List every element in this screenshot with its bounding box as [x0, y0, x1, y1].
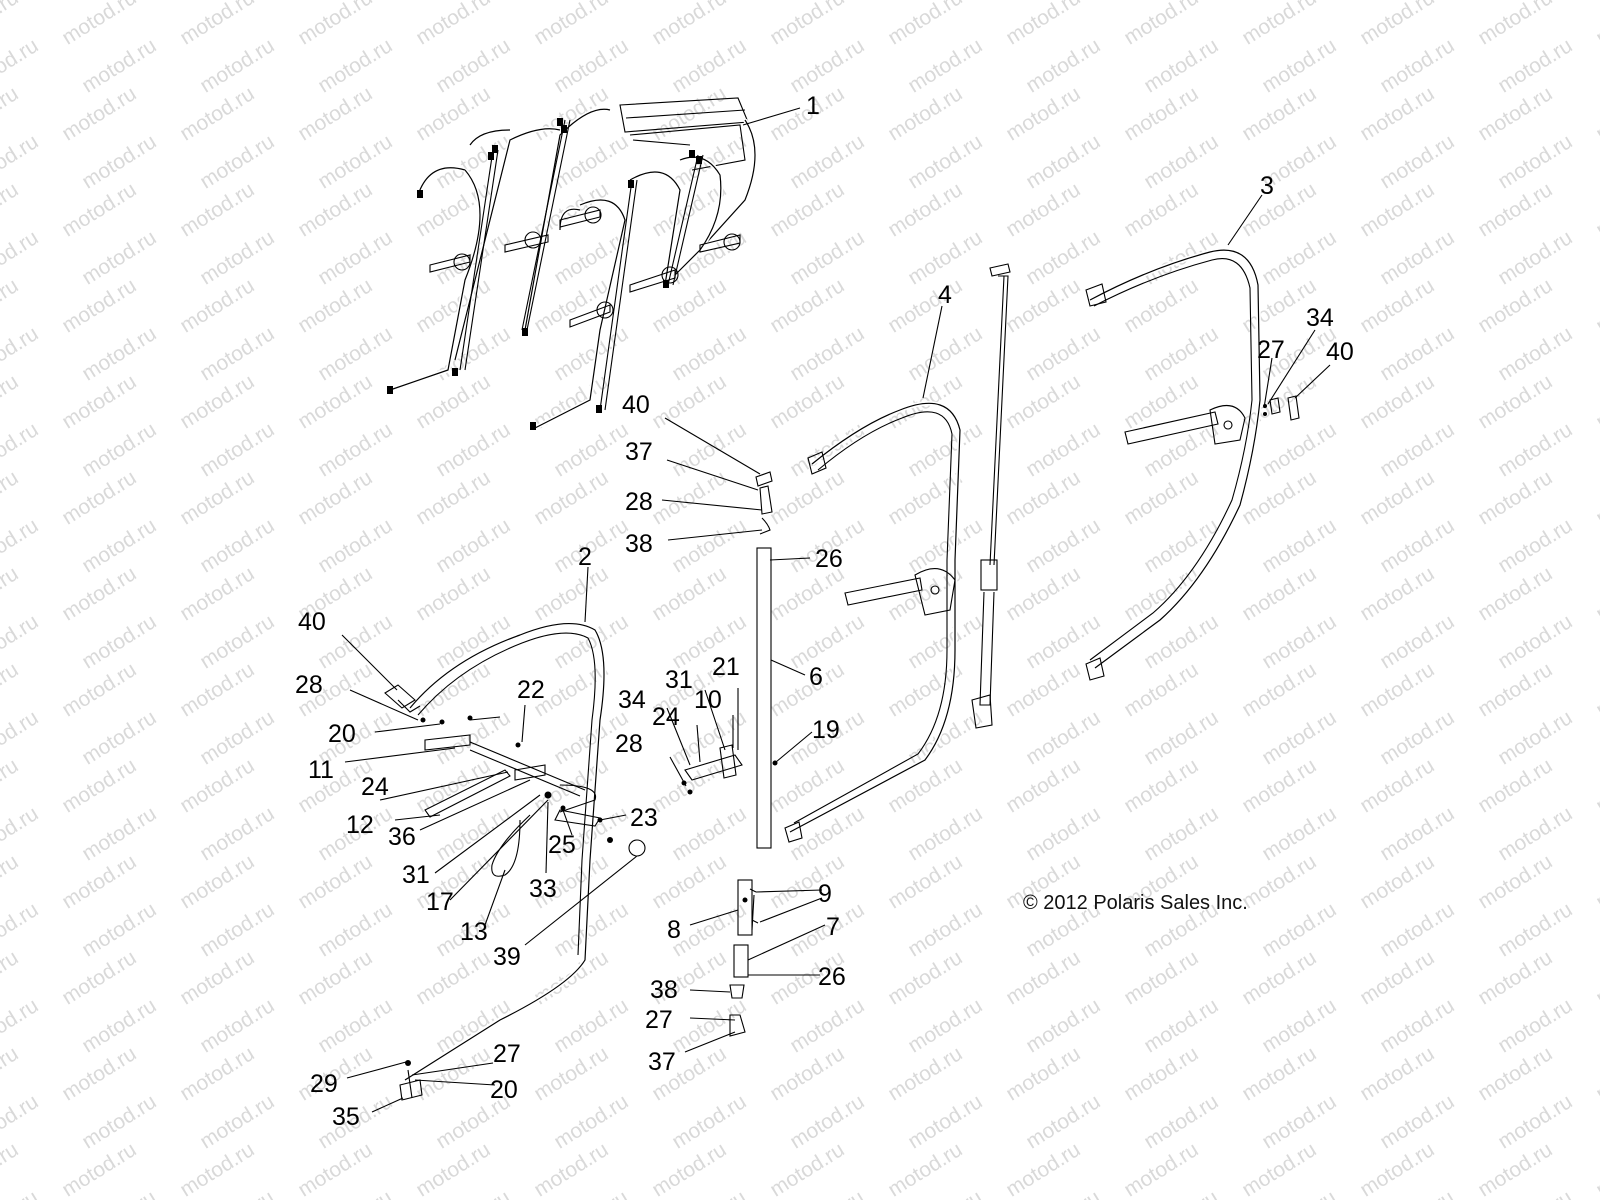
callout-26: 26 [818, 963, 846, 991]
callout-29: 29 [310, 1070, 338, 1098]
callout-27: 27 [1257, 336, 1285, 364]
callout-31: 31 [665, 666, 693, 694]
callout-39: 39 [493, 943, 521, 971]
callout-13: 13 [460, 918, 488, 946]
assembly-3-door-frame [1085, 247, 1300, 681]
callout-27: 27 [493, 1040, 521, 1068]
callout-19: 19 [812, 716, 840, 744]
callout-38: 38 [650, 976, 678, 1004]
assembly-6-strut [681, 471, 778, 1037]
callout-37: 37 [648, 1048, 676, 1076]
callout-25: 25 [548, 831, 576, 859]
callout-23: 23 [630, 804, 658, 832]
callout-12: 12 [346, 811, 374, 839]
callout-6: 6 [809, 663, 823, 691]
callout-33: 33 [529, 875, 557, 903]
callout-24: 24 [652, 703, 680, 731]
callout-10: 10 [694, 686, 722, 714]
assembly-2-door-frame [384, 621, 646, 1101]
callout-34: 34 [618, 686, 646, 714]
callout-11: 11 [308, 756, 334, 784]
callout-34: 34 [1306, 304, 1334, 332]
assembly-4-door-frame [784, 401, 963, 843]
copyright-notice: © 2012 Polaris Sales Inc. [1023, 892, 1248, 914]
callout-31: 31 [402, 861, 430, 889]
callout-20: 20 [490, 1076, 518, 1104]
callout-20: 20 [328, 720, 356, 748]
callout-2: 2 [578, 543, 592, 571]
assembly-1-door-frames [387, 97, 758, 431]
callout-7: 7 [826, 913, 840, 941]
callout-1: 1 [806, 92, 820, 120]
callout-9: 9 [818, 880, 832, 908]
callout-4: 4 [938, 281, 952, 309]
callout-labels: 1 2 3 4 40 37 28 38 26 6 34 27 40 40 28 … [295, 92, 1354, 1131]
callout-27: 27 [645, 1006, 673, 1034]
callout-36: 36 [388, 823, 416, 851]
callout-3: 3 [1260, 172, 1274, 200]
callout-40: 40 [298, 608, 326, 636]
callout-37: 37 [625, 438, 653, 466]
callout-28: 28 [615, 730, 643, 758]
callout-35: 35 [332, 1103, 360, 1131]
callout-40: 40 [622, 391, 650, 419]
gas-strut [971, 263, 1011, 729]
callout-17: 17 [426, 888, 454, 916]
callout-8: 8 [667, 916, 681, 944]
callout-40: 40 [1326, 338, 1354, 366]
callout-28: 28 [625, 488, 653, 516]
callout-26: 26 [815, 545, 843, 573]
callout-22: 22 [517, 676, 545, 704]
callout-21: 21 [712, 653, 740, 681]
leader-lines [341, 107, 1331, 1113]
callout-28: 28 [295, 671, 323, 699]
callout-24: 24 [361, 773, 389, 801]
callout-38: 38 [625, 530, 653, 558]
